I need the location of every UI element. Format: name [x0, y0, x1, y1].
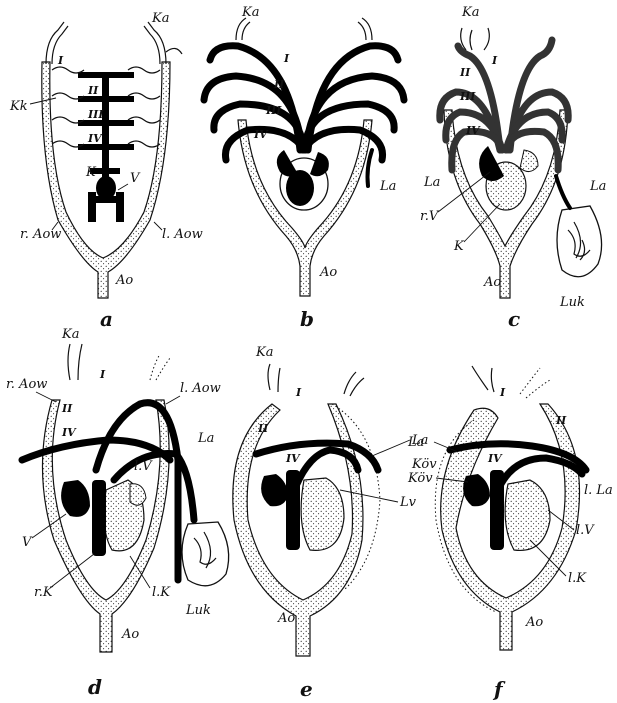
panel-a-label-l-aow: l. Aow — [162, 227, 203, 242]
panel-c-heart — [479, 146, 538, 210]
panel-f-label-la: La — [407, 435, 424, 450]
panel-d-label-la: La — [197, 431, 214, 446]
panel-b-heart — [277, 150, 329, 210]
panel-d-label-ii: II — [61, 402, 73, 415]
panel-c-label-ka: Ka — [461, 5, 479, 20]
panel-b-label-la: La — [379, 179, 396, 194]
panel-b-label-i: I — [283, 52, 290, 65]
panel-d-label-i: I — [99, 368, 106, 381]
panel-e-heart — [261, 470, 344, 550]
panel-e-label-iv: IV — [285, 452, 301, 465]
panel-a-ventral-aorta — [78, 72, 134, 222]
panel-a-label-kk: Kk — [9, 99, 28, 114]
panel-a-label-k: K — [85, 165, 97, 180]
panel-b-label-ii: II — [273, 78, 285, 91]
panel-b-letter: b — [300, 307, 314, 331]
panel-a-label-r-aow: r. Aow — [20, 227, 61, 242]
panel-b-label-ao: Ao — [319, 265, 337, 280]
panel-f-label-l-k: l.K — [568, 571, 587, 586]
panel-a-label-ao: Ao — [115, 273, 133, 288]
panel-d-label-l-v: l.V — [134, 459, 153, 474]
panel-d-label-l-k: l.K — [152, 585, 171, 600]
panel-c-lung — [557, 206, 602, 277]
panel-e-label-ao: Ao — [277, 611, 295, 626]
panel-a-label-ka: Ka — [151, 11, 169, 26]
panel-f-label-ao: Ao — [525, 615, 543, 630]
panel-c-aortic-arches — [440, 40, 568, 170]
panel-b-label-ka: Ka — [241, 5, 259, 20]
panel-c-label-luk: Luk — [559, 295, 585, 310]
panel-b-label-iii: III — [265, 104, 282, 117]
panel-c-label-k: K — [453, 239, 465, 254]
panel-a-label-iii: III — [87, 108, 104, 121]
panel-b: Ka I II III IV La Ao b — [204, 5, 404, 331]
panel-a-label-i: I — [57, 54, 64, 67]
panel-c-label-ii: II — [459, 66, 471, 79]
panel-d-label-luk: Luk — [185, 603, 211, 618]
panel-f-heart — [463, 470, 550, 550]
panel-d-heart — [61, 480, 146, 556]
panel-c-label-la-right: La — [589, 179, 606, 194]
panel-a-label-v: V — [130, 171, 141, 186]
panel-e-label-lv: Lv — [399, 495, 417, 510]
panel-f-label-iv: IV — [487, 452, 503, 465]
panel-a-label-iv: IV — [87, 132, 103, 145]
panel-d-lung — [182, 522, 229, 586]
panel-f-label-l-la: l. La — [584, 483, 613, 498]
panel-d-label-r-aow: r. Aow — [6, 377, 47, 392]
panel-d-label-ka: Ka — [61, 327, 79, 342]
panel-c-label-la-left: La — [423, 175, 440, 190]
panel-d: Ka I r. Aow l. Aow II IV La l.V V r.K l.… — [6, 327, 229, 699]
panel-a-letter: a — [100, 307, 113, 331]
panel-d-letter: d — [88, 675, 102, 699]
panel-e-label-ii: II — [257, 422, 269, 435]
panel-e-label-kov: Köv — [411, 457, 437, 472]
panel-f-label-kov: Köv — [407, 471, 433, 486]
panel-b-aortic-arches — [204, 46, 404, 160]
panel-b-label-iv: IV — [253, 128, 269, 141]
panel-e: Ka I II IV La Köv Lv Ao e — [233, 345, 437, 701]
panel-c-label-ao: Ao — [483, 275, 501, 290]
panel-a: Ka Kk I II III IV K V r. Aow l. Aow Ao a — [9, 11, 203, 331]
panel-e-letter: e — [300, 677, 313, 701]
panel-f-label-i: I — [499, 386, 506, 399]
panel-f-letter: f — [492, 677, 506, 701]
panel-f-label-l-v: l.V — [576, 523, 595, 538]
panel-c-label-r-v: r.V — [420, 209, 440, 224]
panel-e-label-i: I — [295, 386, 302, 399]
panel-e-label-ka: Ka — [255, 345, 273, 360]
panel-a-label-ii: II — [87, 84, 99, 97]
panel-d-label-l-aow: l. Aow — [180, 381, 221, 396]
panel-d-label-iv: IV — [61, 426, 77, 439]
panel-c-letter: c — [508, 307, 520, 331]
panel-c: Ka I II III IV La La r.V K Ao Luk c — [420, 5, 606, 331]
panel-c-label-iii: III — [459, 90, 476, 103]
panel-f-label-ii: II — [555, 414, 567, 427]
panel-c-label-iv: IV — [465, 124, 481, 137]
panel-c-label-i: I — [491, 54, 498, 67]
panel-d-label-ao: Ao — [121, 627, 139, 642]
panel-d-label-v: V — [22, 535, 33, 550]
panel-f: I II IV La Köv l. La l.V l.K Ao f — [407, 366, 613, 701]
